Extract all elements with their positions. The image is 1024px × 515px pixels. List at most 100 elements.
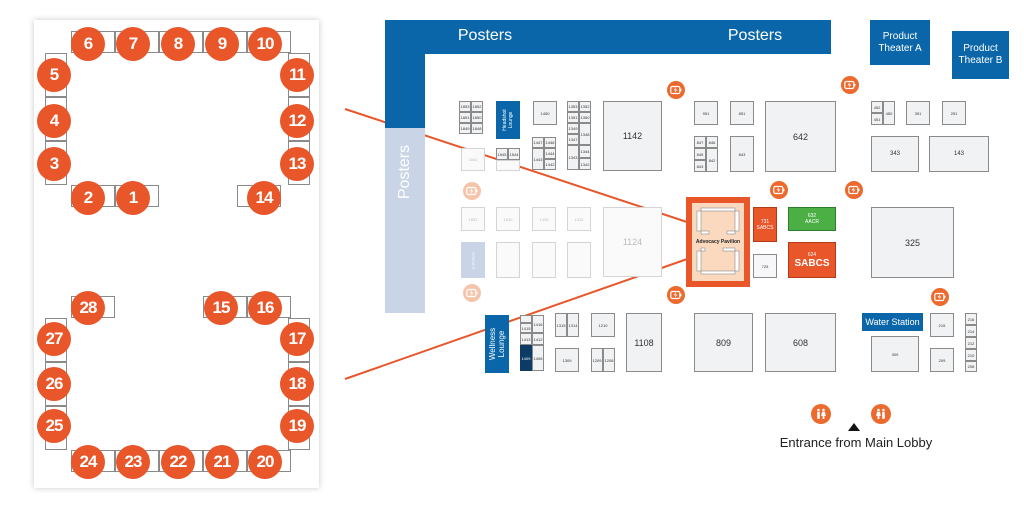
seat-number[interactable]: 24 bbox=[71, 445, 105, 479]
seat-number[interactable]: 8 bbox=[161, 27, 195, 61]
booth-731-sabcs[interactable]: 731 SABCS bbox=[753, 207, 777, 242]
booth[interactable]: 450 bbox=[883, 101, 895, 125]
booth[interactable]: 452 bbox=[871, 101, 883, 113]
seat-number[interactable]: 10 bbox=[248, 27, 282, 61]
booth[interactable]: 1351 bbox=[567, 112, 579, 123]
booth[interactable]: 608 bbox=[765, 313, 836, 372]
booth-small[interactable] bbox=[520, 315, 532, 323]
booth[interactable]: 1446 bbox=[544, 137, 556, 148]
booth[interactable]: 1408 bbox=[532, 345, 544, 371]
booth[interactable]: 846 bbox=[706, 136, 718, 148]
booth[interactable]: 251 bbox=[942, 101, 966, 125]
booth[interactable]: 209 bbox=[930, 348, 954, 372]
booth[interactable]: 208 bbox=[965, 361, 977, 372]
booth[interactable]: 1416 bbox=[532, 315, 544, 333]
booth[interactable]: 343 bbox=[871, 136, 919, 172]
booth[interactable]: 309 bbox=[871, 336, 919, 372]
booth[interactable]: 143 bbox=[929, 136, 989, 172]
booth[interactable]: 725 bbox=[753, 254, 777, 278]
seat-number[interactable]: 12 bbox=[280, 104, 314, 138]
booth[interactable]: 1853 bbox=[459, 101, 471, 112]
booth[interactable]: 1209 bbox=[591, 348, 603, 372]
headshot-lounge[interactable]: Headshot Lounge bbox=[496, 101, 520, 139]
booth[interactable]: 325 bbox=[871, 207, 954, 278]
booth[interactable]: 1544 bbox=[508, 148, 520, 160]
seat-number[interactable]: 9 bbox=[205, 27, 239, 61]
booth[interactable]: 1630 bbox=[496, 207, 520, 231]
booth[interactable]: 1851 bbox=[459, 112, 471, 123]
seat-number[interactable]: 26 bbox=[37, 367, 71, 401]
seat-number[interactable]: 2 bbox=[71, 181, 105, 215]
booth[interactable]: 847 bbox=[694, 136, 706, 148]
booth[interactable]: 1108 bbox=[626, 313, 662, 372]
seat-number[interactable]: 19 bbox=[280, 409, 314, 443]
booth[interactable]: 1413 bbox=[520, 333, 532, 345]
booth[interactable]: 216 bbox=[965, 313, 977, 325]
booth[interactable]: 642 bbox=[765, 101, 836, 172]
booth[interactable]: 451 bbox=[871, 113, 883, 125]
advocacy-pavilion[interactable]: Advocacy Pavilion bbox=[686, 197, 750, 287]
booth[interactable]: 1848 bbox=[471, 123, 483, 134]
booth[interactable]: 210 bbox=[965, 349, 977, 361]
wellness-lounge[interactable]: Wellness Lounge bbox=[485, 315, 509, 373]
seat-number[interactable]: 1 bbox=[116, 181, 150, 215]
booth[interactable]: 842 bbox=[706, 148, 718, 172]
booth[interactable]: 1315 bbox=[555, 313, 567, 337]
seat-number[interactable]: 21 bbox=[205, 445, 239, 479]
e-posters[interactable]: e-Posters bbox=[461, 242, 485, 278]
booth[interactable]: 1415 bbox=[520, 323, 532, 333]
booth[interactable]: 1124 bbox=[603, 207, 662, 277]
seat-number[interactable]: 4 bbox=[37, 104, 71, 138]
seat-number[interactable]: 23 bbox=[116, 445, 150, 479]
booth[interactable]: 1353 bbox=[567, 101, 579, 112]
booth[interactable]: 1210 bbox=[591, 313, 615, 337]
booth[interactable]: 1849 bbox=[459, 123, 471, 134]
booth[interactable]: 1444 bbox=[544, 148, 556, 159]
booth[interactable]: 1344 bbox=[579, 145, 591, 158]
booth[interactable]: 1348 bbox=[579, 123, 591, 145]
product-theater-b[interactable]: Product Theater B bbox=[952, 31, 1009, 79]
seat-number[interactable]: 15 bbox=[204, 291, 238, 325]
booth[interactable]: 1332 bbox=[567, 207, 591, 231]
seat-number[interactable]: 13 bbox=[280, 147, 314, 181]
booth[interactable]: 951 bbox=[694, 101, 718, 125]
booth[interactable]: 1447 bbox=[532, 137, 544, 148]
seat-number[interactable]: 7 bbox=[116, 27, 150, 61]
booth[interactable]: 1850 bbox=[471, 112, 483, 123]
booth[interactable]: 1832 bbox=[461, 207, 485, 231]
water-station[interactable]: Water Station bbox=[862, 313, 923, 331]
seat-number[interactable]: 16 bbox=[248, 291, 282, 325]
booth[interactable]: 1442 bbox=[544, 159, 556, 170]
seat-number[interactable]: 17 bbox=[280, 322, 314, 356]
booth[interactable]: 843 bbox=[694, 160, 706, 172]
seat-number[interactable]: 3 bbox=[37, 147, 71, 181]
booth[interactable]: 1443 bbox=[532, 148, 544, 170]
booth[interactable]: 351 bbox=[906, 101, 930, 125]
seat-number[interactable]: 22 bbox=[161, 445, 195, 479]
booth[interactable]: 1842 bbox=[461, 148, 485, 171]
seat-number[interactable]: 27 bbox=[37, 322, 71, 356]
booth[interactable]: 1545 bbox=[496, 148, 508, 160]
seat-number[interactable]: 14 bbox=[247, 181, 281, 215]
seat-number[interactable]: 11 bbox=[280, 58, 314, 92]
booth[interactable]: 215 bbox=[930, 313, 954, 337]
booth[interactable]: 1852 bbox=[471, 101, 483, 112]
booth[interactable]: 1350 bbox=[579, 112, 591, 123]
booth[interactable]: 1343 bbox=[567, 145, 579, 170]
booth[interactable]: 843 bbox=[730, 136, 754, 172]
booth-632-aacr[interactable]: 632 AACR bbox=[788, 207, 836, 231]
seat-number[interactable]: 28 bbox=[71, 291, 105, 325]
booth-624-sabcs[interactable]: 624 SABCS bbox=[788, 242, 836, 278]
seat-number[interactable]: 18 bbox=[280, 367, 314, 401]
booth[interactable]: 1352 bbox=[579, 101, 591, 112]
seat-number[interactable]: 5 bbox=[37, 58, 71, 92]
booth[interactable]: 851 bbox=[730, 101, 754, 125]
booth[interactable]: 1208 bbox=[603, 348, 615, 372]
booth[interactable]: 214 bbox=[965, 325, 977, 337]
booth[interactable]: 845 bbox=[694, 148, 706, 160]
booth[interactable]: 1314 bbox=[567, 313, 579, 337]
booth[interactable]: 1430 bbox=[532, 207, 556, 231]
booth[interactable]: 1450 bbox=[533, 101, 557, 125]
booth[interactable]: 1409 bbox=[520, 345, 532, 371]
booth[interactable]: 1142 bbox=[603, 101, 662, 171]
